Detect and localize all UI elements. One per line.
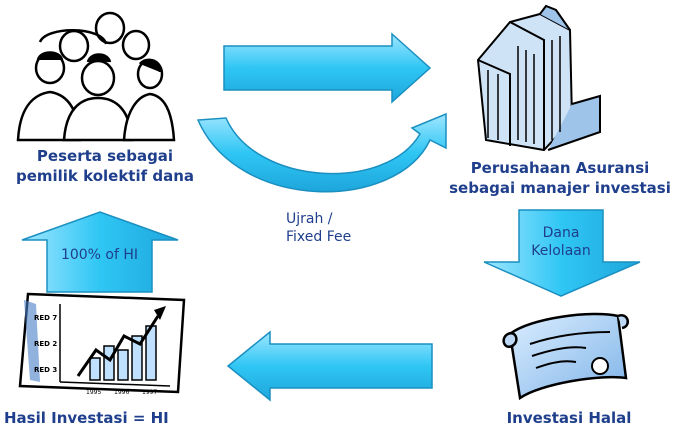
hi-share-label: 100% of HI: [60, 247, 139, 263]
dana-kelolaan-line2: Kelolaan: [531, 243, 591, 259]
office-building-icon: [476, 4, 601, 152]
ujrah-label-line1: Ujrah /: [286, 211, 333, 227]
arrow-investasi-to-hasil: [226, 330, 433, 402]
ujrah-label: Ujrah / Fixed Fee: [286, 210, 406, 246]
arrow-hi-share: [21, 211, 179, 293]
arrow-ujrah-curve: [196, 112, 447, 193]
chart-icon-ylabel-1: RED 7: [34, 314, 57, 322]
perusahaan-label-line2: sebagai manajer investasi: [449, 179, 671, 197]
peserta-label: Peserta sebagai pemilik kolektif dana: [0, 146, 210, 186]
arrow-peserta-to-perusahaan: [223, 32, 432, 104]
people-group-icon: [16, 11, 176, 142]
growth-chart-icon: RED 7 RED 2 RED 3 1995 1996 1997: [18, 292, 186, 396]
chart-icon-xlabel-2: 1996: [114, 389, 129, 396]
certificate-scroll-icon: [502, 312, 630, 401]
investasi-halal-label: Investasi Halal: [506, 409, 632, 427]
hasil-investasi-label: Hasil Investasi = HI: [4, 409, 169, 427]
perusahaan-label-line1: Perusahaan Asuransi: [470, 159, 650, 177]
chart-icon-ylabel-2: RED 2: [34, 340, 57, 348]
ujrah-label-line2: Fixed Fee: [286, 229, 352, 245]
peserta-label-line2: pemilik kolektif dana: [15, 167, 195, 185]
chart-icon-xlabel-1: 1995: [86, 389, 101, 396]
perusahaan-label: Perusahaan Asuransi sebagai manajer inve…: [440, 158, 680, 198]
dana-kelolaan-label: Dana Kelolaan: [519, 224, 603, 260]
chart-icon-ylabel-3: RED 3: [34, 366, 57, 374]
arrow-dana-kelolaan: [483, 209, 641, 297]
chart-icon-xlabel-3: 1997: [142, 389, 157, 396]
dana-kelolaan-line1: Dana: [542, 225, 580, 241]
peserta-label-line1: Peserta sebagai: [36, 147, 174, 165]
